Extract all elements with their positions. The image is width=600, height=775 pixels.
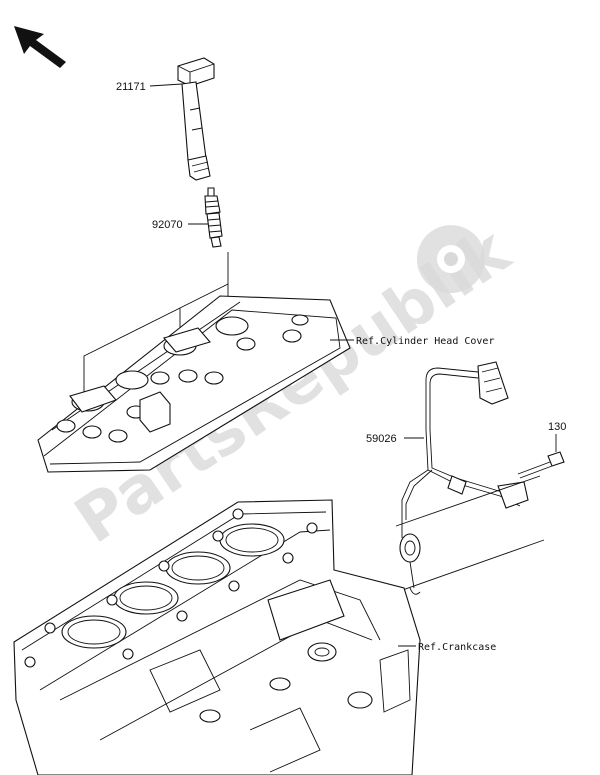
plug-wells — [69, 316, 249, 413]
wire-lead — [399, 361, 529, 595]
ignition-coil — [177, 57, 215, 181]
bolt — [517, 451, 565, 479]
part-label-92070: 92070 — [152, 219, 183, 231]
cylinder-head-cover — [37, 295, 351, 473]
front-direction-arrow-icon — [14, 26, 66, 68]
part-label-130: 130 — [548, 421, 566, 433]
ref-label-cylinder-head-cover: Ref.Cylinder Head Cover — [356, 336, 494, 347]
bolt-bosses — [56, 314, 309, 443]
part-label-21171: 21171 — [116, 81, 146, 93]
spark-plug — [204, 187, 223, 248]
crankcase-block — [13, 499, 421, 775]
stud-holes — [24, 508, 318, 668]
watermark-gear-icon — [416, 225, 485, 294]
cylinder-bores — [61, 523, 285, 649]
leader-21171 — [149, 83, 183, 87]
ref-label-crankcase: Ref.Crankcase — [418, 642, 496, 653]
part-label-59026: 59026 — [366, 433, 397, 445]
wire-alignment-lines — [379, 475, 545, 599]
